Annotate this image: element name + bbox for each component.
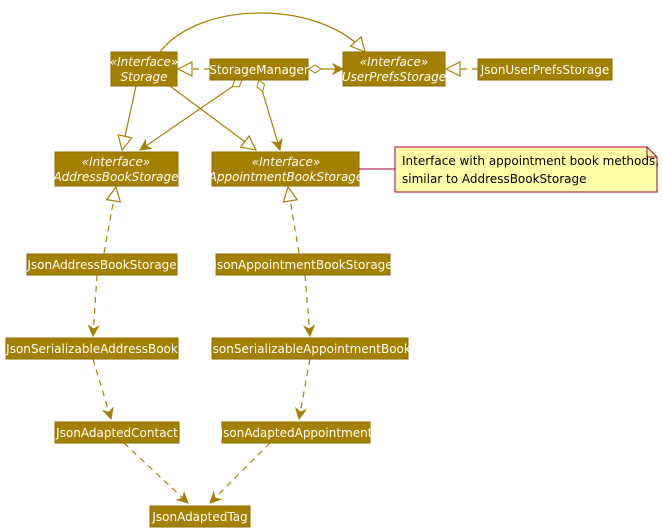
note-fold (646, 147, 657, 158)
node-name: AddressBookStorage (52, 170, 178, 184)
node-storage-interface[interactable]: «Interface» Storage (110, 51, 179, 87)
node-json-addressbook-storage[interactable]: JsonAddressBookStorage (26, 253, 178, 276)
node-name: JsonAdaptedAppointment (219, 426, 373, 440)
node-name: AppointmentBookStorage (208, 170, 364, 184)
edge-jsonserializableappointmentbook-to-jsonadaptedappointment (299, 358, 311, 419)
node-name: JsonAddressBookStorage (26, 258, 176, 272)
note-line-2: similar to AddressBookStorage (402, 172, 587, 186)
node-stereotype: «Interface» (252, 155, 321, 169)
node-name: JsonSerializableAppointmentBook (208, 342, 411, 356)
node-json-serializable-addressbook[interactable]: JsonSerializableAddressBook (5, 337, 179, 360)
edge-storagemanager-to-addressbookstorage (140, 80, 242, 150)
node-json-adapted-appointment[interactable]: JsonAdaptedAppointment (219, 421, 373, 444)
edge-jsonserializableaddressbook-to-jsonadaptedcontact (92, 358, 111, 419)
node-stereotype: «Interface» (110, 55, 179, 69)
node-storage-manager[interactable]: StorageManager (209, 58, 309, 81)
node-name: JsonAdaptedTag (151, 510, 247, 524)
edge-storagemanager-to-appointmentbookstorage (259, 80, 280, 150)
node-name: JsonAdaptedContact (55, 426, 178, 440)
node-json-appointmentbook-storage[interactable]: JsonAppointmentBookStorage (212, 253, 393, 276)
edge-jsonaddressbookstorage-to-jsonserializableaddressbook (93, 274, 97, 336)
note-body (394, 146, 658, 193)
node-json-adapted-tag[interactable]: JsonAdaptedTag (149, 505, 251, 528)
node-stereotype: «Interface» (82, 155, 151, 169)
node-name: JsonSerializableAddressBook (5, 342, 178, 356)
node-json-serializable-appointmentbook[interactable]: JsonSerializableAppointmentBook (208, 337, 411, 360)
note-appointment-book-storage: Interface with appointment book methods,… (359, 146, 659, 193)
edge-storage-to-addressbookstorage (122, 85, 137, 150)
node-name: Storage (121, 70, 168, 84)
edge-jsonappointmentbookstorage-to-appointmentbookstorage (288, 187, 300, 254)
edge-storage-to-userprefsstorage (159, 12, 365, 52)
edge-jsonadaptedappointment-to-jsonadaptedtag (210, 442, 271, 503)
node-name: JsonUserPrefsStorage (480, 63, 610, 77)
node-stereotype: «Interface» (360, 55, 429, 69)
node-name: UserPrefsStorage (342, 70, 446, 84)
edge-jsonaddressbookstorage-to-addressbookstorage (103, 187, 116, 254)
node-json-userprefs-storage[interactable]: JsonUserPrefsStorage (477, 58, 613, 81)
node-json-adapted-contact[interactable]: JsonAdaptedContact (54, 421, 180, 444)
node-userprefsstorage-interface[interactable]: «Interface» UserPrefsStorage (342, 51, 446, 87)
edge-jsonappointmentbookstorage-to-jsonserializableappointmentbook (305, 274, 310, 336)
node-name: StorageManager (209, 63, 309, 77)
note-line-1: Interface with appointment book methods, (402, 154, 659, 168)
edge-storage-to-appointmentbookstorage (169, 85, 256, 150)
node-addressbookstorage-interface[interactable]: «Interface» AddressBookStorage (52, 151, 179, 187)
node-name: JsonAppointmentBookStorage (212, 258, 392, 272)
node-appointmentbookstorage-interface[interactable]: «Interface» AppointmentBookStorage (208, 151, 364, 187)
edge-jsonadaptedcontact-to-jsonadaptedtag (123, 442, 188, 503)
